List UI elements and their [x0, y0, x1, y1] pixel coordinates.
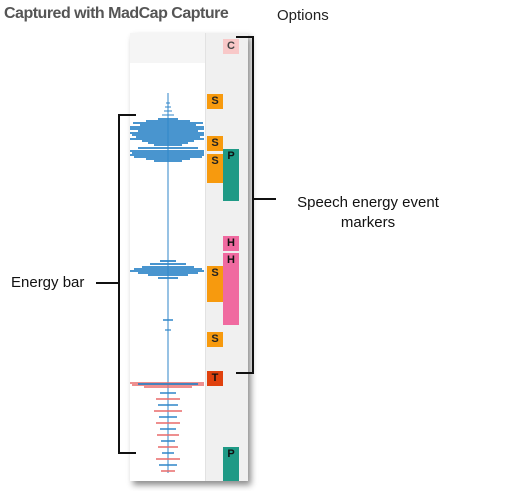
energy-bracket-vertical [118, 114, 120, 454]
energy-bar [130, 93, 204, 473]
capture-watermark: Captured with MadCap Capture [4, 5, 229, 22]
marker-t[interactable]: T [207, 371, 223, 386]
marker-s[interactable]: S [207, 94, 223, 109]
speech-markers-annotation: Speech energy event markers [297, 194, 439, 231]
event-marker-column: C S S S P H H S S T P [205, 33, 248, 481]
energy-bracket-top [118, 114, 136, 116]
energy-bracket-pointer [96, 282, 118, 284]
speech-bracket-vertical [252, 36, 254, 374]
marker-c[interactable]: C [223, 39, 239, 54]
energy-bracket-bottom [118, 452, 136, 454]
marker-s[interactable]: S [207, 266, 223, 302]
marker-p[interactable]: P [223, 447, 239, 481]
speech-bracket-pointer [254, 198, 276, 200]
speech-bracket-top [236, 36, 254, 38]
energy-bar-annotation: Energy bar [11, 274, 85, 291]
marker-h[interactable]: H [223, 253, 239, 325]
marker-s[interactable]: S [207, 154, 223, 183]
energy-panel: C S S S P H H S S T P [130, 33, 248, 481]
marker-p[interactable]: P [223, 149, 239, 201]
options-label: Options [277, 7, 329, 24]
marker-h[interactable]: H [223, 236, 239, 251]
marker-s[interactable]: S [207, 332, 223, 347]
marker-s[interactable]: S [207, 136, 223, 151]
speech-bracket-bottom [236, 372, 254, 374]
